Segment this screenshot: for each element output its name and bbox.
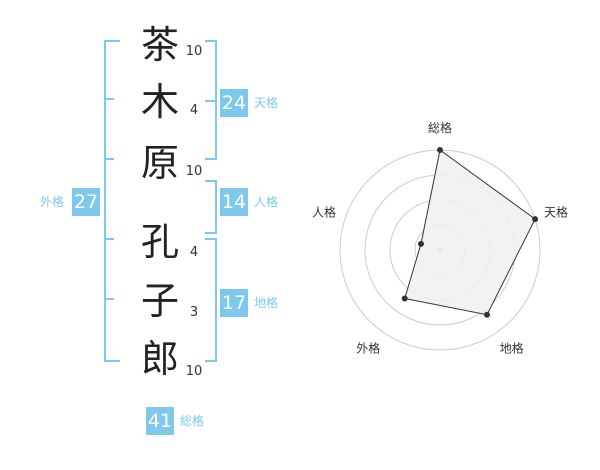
chikaku-badge: 17 <box>220 289 248 317</box>
tenkaku-badge: 24 <box>220 89 248 117</box>
tenkaku-label: 天格 <box>254 96 279 110</box>
gaikaku-tick-4 <box>106 298 114 300</box>
stroke-count-5: 3 <box>189 305 199 320</box>
name-char-5: 子 <box>140 279 179 323</box>
radar-axis-label-5: 人格 <box>312 204 336 219</box>
chikaku-bracket <box>205 238 217 362</box>
radar-point-4 <box>401 295 408 302</box>
chikaku-label: 地格 <box>254 296 279 310</box>
stroke-count-6: 10 <box>185 364 203 379</box>
stroke-count-1: 10 <box>185 44 203 59</box>
stroke-count-2: 4 <box>189 103 199 118</box>
gaikaku-label: 外格 <box>40 195 65 209</box>
radar-axis-label-1: 総格 <box>428 120 452 135</box>
radar-point-3 <box>484 311 491 318</box>
radar-point-1 <box>437 147 443 153</box>
stroke-count-3: 10 <box>185 164 203 179</box>
soukaku-badge: 41 <box>146 407 174 435</box>
radar-point-5 <box>417 240 424 247</box>
radar-axis-label-3: 地格 <box>500 341 524 356</box>
name-char-3: 原 <box>140 141 179 185</box>
tenkaku-bracket <box>205 40 217 102</box>
jinkaku-bracket-mid <box>205 180 217 234</box>
radar-axis-label-2: 天格 <box>544 204 568 219</box>
gaikaku-tick-1 <box>106 98 114 100</box>
name-char-2: 木 <box>140 80 179 124</box>
name-char-6: 郎 <box>140 337 179 381</box>
jinkaku-label: 人格 <box>254 195 279 209</box>
radar-point-2 <box>532 216 539 223</box>
stroke-count-4: 4 <box>189 245 199 260</box>
jinkaku-badge: 14 <box>220 188 248 216</box>
radar-series-polygon <box>404 149 536 316</box>
gaikaku-tick-3 <box>106 238 114 240</box>
tenkaku-bracket-lower <box>205 98 217 160</box>
gaikaku-badge: 27 <box>72 188 100 216</box>
radar-axis-label-4: 外格 <box>356 341 380 356</box>
gaikaku-bracket <box>104 40 120 362</box>
gaikaku-tick-2 <box>106 158 114 160</box>
soukaku-label: 総格 <box>180 414 205 428</box>
name-char-1: 茶 <box>140 23 179 67</box>
name-char-4: 孔 <box>140 220 179 264</box>
